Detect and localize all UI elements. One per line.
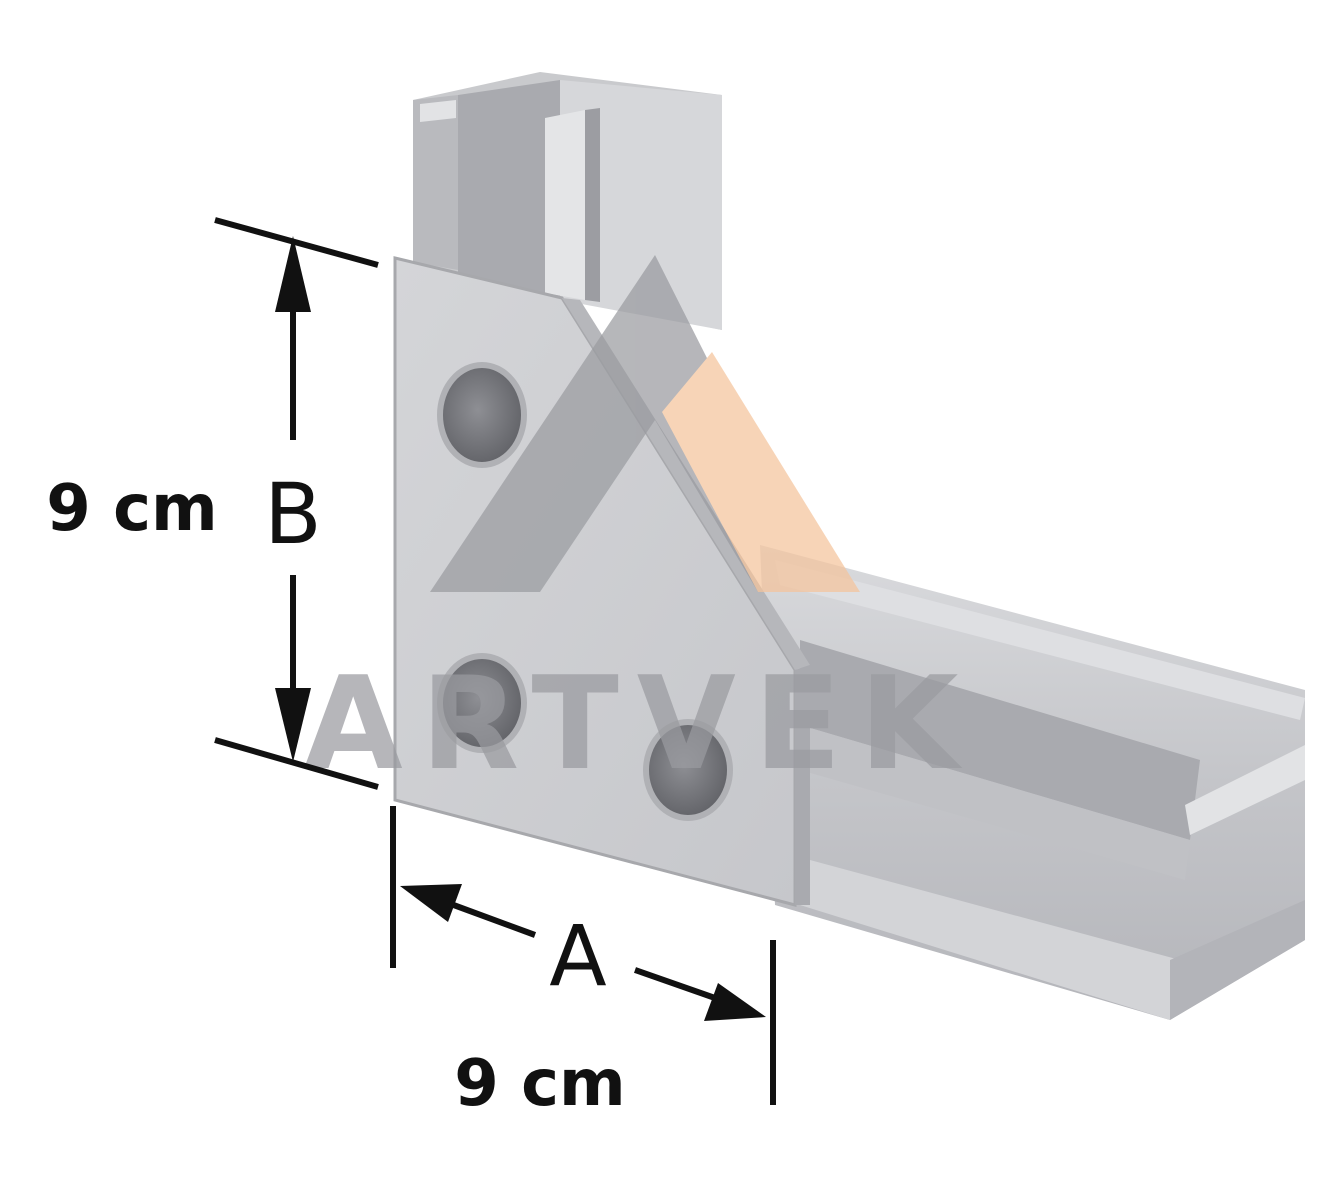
watermark-brand-text: ARTVEK	[304, 650, 977, 799]
vertical-channel	[413, 72, 722, 330]
dimension-b-value: 9 cm	[46, 472, 217, 546]
bracket-illustration	[393, 72, 1305, 1020]
watermark-triangle-accent	[662, 352, 860, 592]
dimension-a-arrow-left	[400, 884, 462, 922]
dimension-b-arrow-down	[275, 688, 311, 762]
horizontal-channel	[760, 545, 1305, 1020]
bolt-hole-top	[437, 362, 527, 468]
dimension-b-extension-top	[214, 217, 379, 268]
dimension-a	[390, 806, 776, 1105]
dimension-a-line-left	[438, 897, 537, 938]
dimension-a-value: 9 cm	[454, 1047, 625, 1121]
bolt-hole-bottom-left	[437, 653, 527, 753]
dimension-a-arrow-right	[704, 983, 766, 1021]
dimension-a-letter: A	[549, 907, 606, 1005]
artvek-watermark: ARTVEK	[304, 255, 977, 799]
dimension-b	[214, 217, 379, 790]
dimension-b-arrow-up	[275, 236, 311, 312]
corner-plate	[393, 256, 810, 907]
dimension-b-letter: B	[264, 465, 322, 563]
dimension-a-line-right	[634, 967, 716, 1001]
dimension-b-extension-bottom	[214, 737, 379, 790]
bolt-hole-bottom-right	[643, 719, 733, 821]
